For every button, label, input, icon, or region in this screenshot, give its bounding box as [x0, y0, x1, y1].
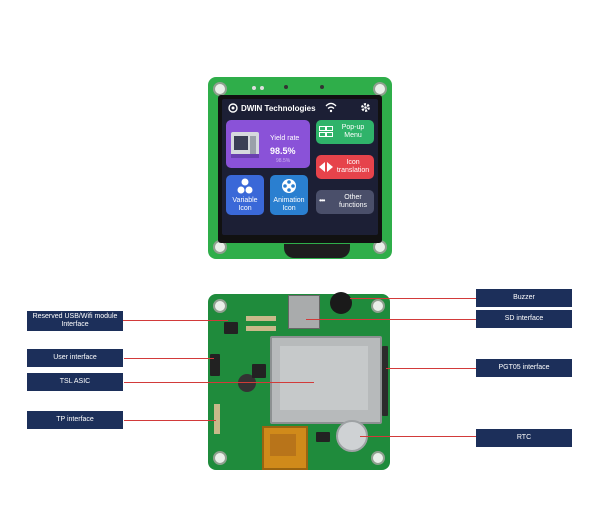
mount-hole [371, 451, 385, 465]
menu-icon [319, 126, 333, 137]
callout-tp-interface: TP interface [27, 411, 123, 429]
popup-label: Pop-up Menu [341, 124, 365, 139]
tp-connector-pads [214, 404, 220, 434]
shield-plate [280, 346, 368, 410]
callout-line-rtc [360, 436, 476, 437]
pcb-pads [246, 326, 276, 331]
buzzer-component [330, 292, 352, 314]
pcb-pads [246, 316, 276, 321]
pcb-dot [252, 86, 256, 90]
pcb-dot [260, 86, 264, 90]
pgt05-connector [382, 346, 388, 416]
device-screen: DWIN Technologies Yield rate 98.5% 98.5%… [222, 99, 378, 235]
tile-icon-translation[interactable]: Icon translation [316, 155, 374, 179]
callout-user-interface: User interface [27, 349, 123, 367]
chip [316, 432, 330, 442]
screen-title: DWIN Technologies [241, 104, 316, 113]
mount-hole [213, 82, 227, 96]
usb-module-chip [224, 322, 238, 334]
tile-yield-rate[interactable]: Yield rate 98.5% 98.5% [226, 120, 310, 168]
callout-line-sd [306, 319, 476, 320]
tile-other-functions[interactable]: ••• Other functions [316, 190, 374, 214]
mount-hole [213, 451, 227, 465]
callout-buzzer: Buzzer [476, 289, 572, 307]
callout-sd-interface: SD interface [476, 310, 572, 328]
cnc-machine-icon [231, 132, 259, 158]
flex-cable [284, 244, 350, 258]
yield-value: 98.5% [270, 146, 296, 156]
logo-icon [228, 103, 238, 113]
variable-icon-label: Variable Icon [232, 197, 258, 212]
inductor [238, 374, 256, 392]
callout-line-pgt05 [386, 368, 476, 369]
pcb-dot [320, 85, 324, 89]
mount-hole [213, 299, 227, 313]
gear-icon[interactable] [360, 102, 371, 113]
sd-card-slot [288, 295, 320, 329]
callout-pgt05-interface: PGT05 interface [476, 359, 572, 377]
callout-tsl-asic: TSL ASIC [27, 373, 123, 391]
fpc-connector-inner [270, 434, 296, 456]
mount-hole [373, 82, 387, 96]
callout-line-user-interface [124, 358, 214, 359]
tile-variable-icon[interactable]: Variable Icon [226, 175, 264, 215]
yield-label: Yield rate [270, 135, 300, 142]
tile-popup-menu[interactable]: Pop-up Menu [316, 120, 374, 144]
animation-icon-label: Animation Icon [273, 197, 305, 212]
other-functions-label: Other functions [338, 194, 368, 209]
wifi-icon [325, 102, 337, 113]
callout-line-tp-interface [124, 420, 216, 421]
yield-subvalue: 98.5% [276, 158, 291, 164]
dots-icon: ••• [319, 196, 325, 205]
tile-animation-icon[interactable]: Animation Icon [270, 175, 308, 215]
callout-line-tsl-asic [124, 382, 314, 383]
mount-hole [371, 299, 385, 313]
arrows-icon [319, 162, 333, 172]
film-reel-icon [282, 179, 296, 193]
callout-line-buzzer [350, 298, 476, 299]
pcb-dot [284, 85, 288, 89]
circles-icon [237, 178, 253, 194]
user-interface-connector [210, 354, 220, 376]
callout-rtc: RTC [476, 429, 572, 447]
asic-chip [252, 364, 266, 378]
callout-usb-wifi: Reserved USB/Wifi module Interface [27, 311, 123, 331]
callout-line-usb [116, 320, 228, 321]
icon-translation-label: Icon translation [336, 159, 370, 174]
